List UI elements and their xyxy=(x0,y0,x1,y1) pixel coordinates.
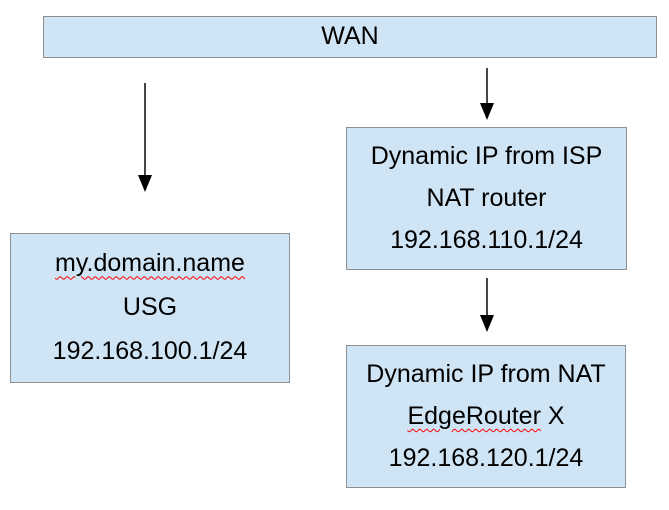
usg-ip-line: 192.168.100.1/24 xyxy=(52,337,248,366)
arrow-nat-router-to-edgerouter xyxy=(480,278,494,332)
arrow-wan-to-nat-router xyxy=(480,68,494,120)
usg-node-box: my.domain.name USG 192.168.100.1/24 xyxy=(10,233,290,383)
edgerouter-node-box: Dynamic IP from NAT EdgeRouter X 192.168… xyxy=(346,345,626,488)
arrow-wan-to-usg xyxy=(138,83,152,192)
nat-router-node-box: Dynamic IP from ISP NAT router 192.168.1… xyxy=(346,127,627,270)
arrow-stem xyxy=(486,278,488,317)
arrow-down-icon xyxy=(480,103,494,120)
wan-label: WAN xyxy=(321,22,379,51)
usg-domain-line: my.domain.name xyxy=(55,250,245,278)
arrow-stem xyxy=(144,83,146,177)
edgerouter-device-suffix: X xyxy=(540,401,565,430)
nat-router-device-line: NAT router xyxy=(426,183,547,212)
edgerouter-title-line: Dynamic IP from NAT xyxy=(366,359,606,388)
usg-domain-text: my.domain.name xyxy=(55,249,245,278)
arrow-stem xyxy=(486,68,488,105)
arrow-down-icon xyxy=(480,315,494,332)
edgerouter-device-line: EdgeRouter X xyxy=(407,401,565,431)
nat-router-ip-line: 192.168.110.1/24 xyxy=(390,225,583,254)
usg-device-line: USG xyxy=(122,293,178,322)
nat-router-title-line: Dynamic IP from ISP xyxy=(370,141,603,170)
edgerouter-ip-line: 192.168.120.1/24 xyxy=(388,443,584,472)
wan-node-box: WAN xyxy=(43,16,657,58)
arrow-down-icon xyxy=(138,175,152,192)
edgerouter-device-name: EdgeRouter xyxy=(407,401,541,430)
